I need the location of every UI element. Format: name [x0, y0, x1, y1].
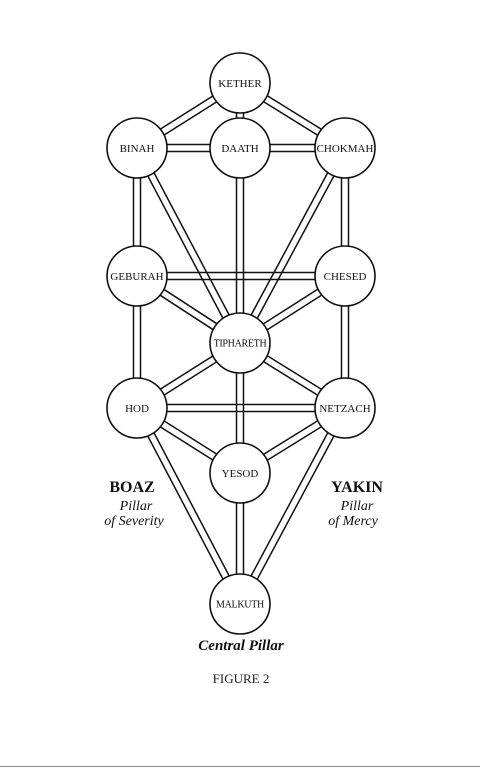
chesed-label: CHESED [324, 271, 367, 283]
kether-label: KETHER [218, 78, 262, 90]
node-kether: KETHER [209, 52, 271, 114]
malkuth-circle [209, 573, 271, 635]
yakin-line1: Pillar [340, 499, 374, 514]
right-pillar-caption: YAKIN Pillar of Mercy [328, 479, 383, 529]
netzach-label: NETZACH [319, 403, 370, 415]
malkuth-label: MALKUTH [216, 600, 264, 611]
boaz-line1: Pillar [119, 499, 153, 514]
daath-label: DAATH [221, 143, 258, 155]
path-hod-malkuth-rail-b [139, 406, 244, 603]
node-chesed: CHESED [314, 245, 376, 307]
chokmah-circle [314, 117, 376, 179]
node-binah: BINAH [106, 117, 168, 179]
node-yesod: YESOD [209, 442, 271, 504]
left-pillar-caption: BOAZ Pillar of Severity [104, 479, 164, 529]
node-daath: DAATH [209, 117, 271, 179]
path-chokmah-tiphareth-rail-b [242, 149, 349, 346]
node-malkuth: MALKUTH [209, 573, 271, 635]
boaz-line2: of Severity [104, 514, 164, 529]
geburah-circle [106, 245, 168, 307]
tiphareth-label: TIPHARETH [214, 339, 267, 350]
hod-label: HOD [125, 403, 149, 415]
daath-circle [209, 117, 271, 179]
geburah-label: GEBURAH [110, 271, 163, 283]
node-chokmah: CHOKMAH [314, 117, 376, 179]
yesod-circle [209, 442, 271, 504]
netzach-circle [314, 377, 376, 439]
path-binah-tiphareth-rail-b [139, 146, 244, 342]
path-hod-malkuth-rail-a [133, 409, 238, 606]
hod-circle [106, 377, 168, 439]
node-tiphareth: TIPHARETH [209, 312, 271, 374]
sephiroth-nodes: KETHER BINAH DAATH CHOKMAH GEBURAH CHESE… [106, 52, 376, 635]
binah-label: BINAH [120, 143, 155, 155]
yesod-label: YESOD [222, 468, 259, 480]
binah-circle [106, 117, 168, 179]
tiphareth-circle [209, 312, 271, 374]
kether-circle [209, 52, 271, 114]
chokmah-label: CHOKMAH [317, 143, 374, 155]
yakin-title: YAKIN [331, 479, 383, 496]
path-netzach-malkuth-rail-b [242, 409, 349, 607]
path-chokmah-tiphareth-rail-a [236, 145, 343, 342]
path-netzach-malkuth-rail-a [236, 405, 343, 603]
chesed-circle [314, 245, 376, 307]
page-bottom-rule [0, 766, 480, 767]
node-netzach: NETZACH [314, 377, 376, 439]
central-pillar-caption: Central Pillar [198, 638, 284, 654]
boaz-title: BOAZ [109, 479, 154, 496]
yakin-line2: of Mercy [328, 514, 378, 529]
figure-caption: FIGURE 2 [213, 671, 270, 686]
path-binah-tiphareth-rail-a [133, 149, 238, 345]
node-hod: HOD [106, 377, 168, 439]
node-geburah: GEBURAH [106, 245, 168, 307]
